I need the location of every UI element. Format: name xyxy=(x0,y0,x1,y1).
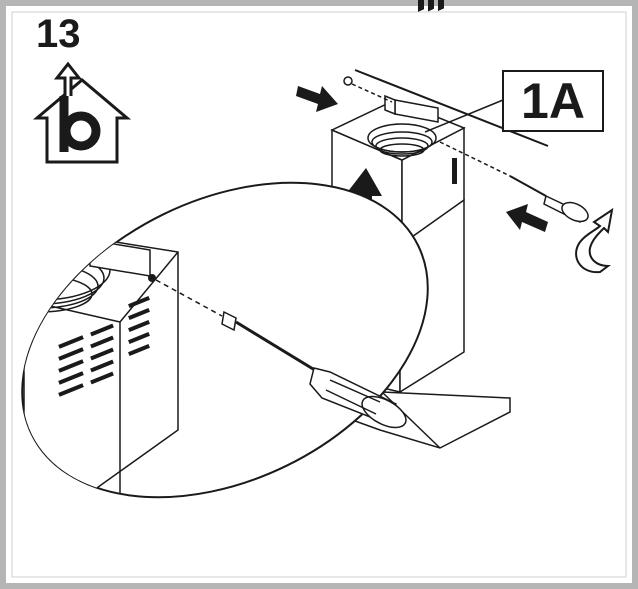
vent-slots xyxy=(418,0,457,184)
screwdriver-icon xyxy=(439,141,589,224)
house-b-icon xyxy=(32,61,132,164)
screwdriver-large-icon xyxy=(155,279,407,429)
push-arrow-right-icon xyxy=(506,204,548,232)
wall-bracket xyxy=(384,94,439,123)
rotate-arrow-icon xyxy=(575,207,614,274)
push-arrow-icon xyxy=(296,86,338,112)
screw-left xyxy=(343,76,393,103)
callout-leader xyxy=(424,99,504,133)
step-number: 13 xyxy=(36,12,81,56)
page-frame-inner xyxy=(11,11,627,578)
callout-label: 1A xyxy=(521,73,585,129)
callout-box xyxy=(502,70,604,132)
ceiling-line xyxy=(354,69,549,147)
